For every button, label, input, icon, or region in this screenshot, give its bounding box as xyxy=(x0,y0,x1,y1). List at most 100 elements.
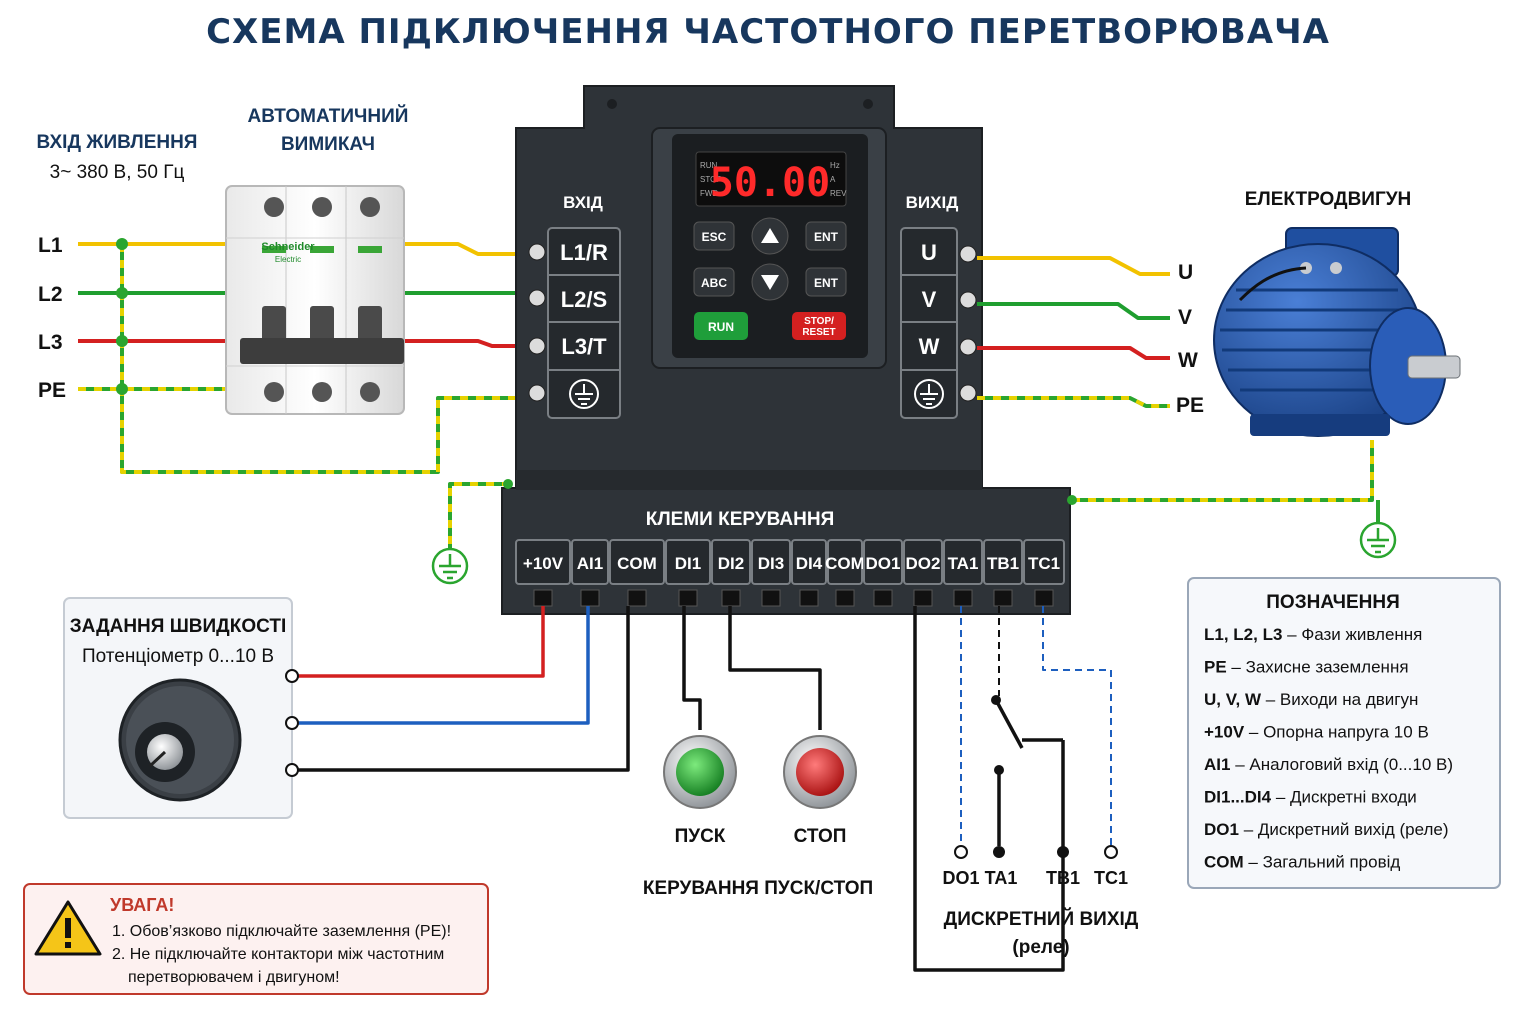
legend-item: COM – Загальний провід xyxy=(1204,853,1400,872)
indicator-a: A xyxy=(830,175,836,184)
speed-setpoint-heading: ЗАДАННЯ ШВИДКОСТІ xyxy=(70,616,286,637)
run-button[interactable]: RUN xyxy=(694,312,748,340)
breaker-heading-1: АВТОМАТИЧНИЙ xyxy=(248,105,409,127)
legend-term: COM xyxy=(1204,853,1244,872)
breaker-bottom-screws xyxy=(264,382,380,402)
indicator-hz: Hz xyxy=(830,161,840,170)
breaker-toggle-levers[interactable] xyxy=(240,306,404,364)
indicator-fwd: FWD xyxy=(700,189,718,198)
legend-item: +10V – Опорна напруга 10 В xyxy=(1204,723,1429,742)
indicator-stop: STOP xyxy=(700,175,722,184)
warning-line-3: перетворювачем і двигуном! xyxy=(128,969,340,986)
up-arrow-button[interactable] xyxy=(751,217,789,255)
frequency-display: 50.00 xyxy=(710,160,830,206)
legend-item: DI1...DI4 – Дискретні входи xyxy=(1204,788,1417,807)
control-terminal-screw xyxy=(627,589,647,607)
wire-10v xyxy=(292,606,545,678)
legend-description: – Виходи на двигун xyxy=(1261,690,1418,709)
stop-reset-button[interactable]: STOP/ RESET xyxy=(792,312,846,340)
input-screws xyxy=(528,243,546,402)
frequency-converter: RUN STOP FWD Hz A REV 50.00 ESC ENT ABC … xyxy=(501,85,1071,615)
terminal-l1r: L1/R xyxy=(560,240,608,265)
control-terminal-screw xyxy=(835,589,855,607)
control-block-title: КЛЕМИ КЕРУВАННЯ xyxy=(646,509,834,530)
breaker-heading-2: ВИМИКАЧ xyxy=(281,134,375,155)
legend-term: AI1 xyxy=(1204,755,1230,774)
motor-heading: ЕЛЕКТРОДВИГУН xyxy=(1245,189,1412,210)
stop-button[interactable] xyxy=(783,735,857,809)
control-terminal-screw xyxy=(678,589,698,607)
start-stop-caption: КЕРУВАННЯ ПУСК/СТОП xyxy=(643,878,873,899)
control-terminal-di4: DI4 xyxy=(796,554,823,573)
legend-description: – Дискретний вихід (реле) xyxy=(1239,820,1449,839)
abc-button-label: ABC xyxy=(701,276,727,290)
legend-heading: ПОЗНАЧЕННЯ xyxy=(1266,592,1399,613)
control-terminal-box xyxy=(983,539,1023,585)
warning-line-1: 1. Обов’язково підключайте заземлення (P… xyxy=(112,923,451,940)
control-terminal-ai1: AI1 xyxy=(577,554,603,573)
legend-description: – Фази живлення xyxy=(1282,625,1422,644)
esc-button[interactable]: ESC xyxy=(693,221,735,251)
control-terminal-do1: DO1 xyxy=(866,554,901,573)
line-label-l2: L2 xyxy=(38,283,63,306)
motor-label-v: V xyxy=(1178,306,1192,329)
warning-icon xyxy=(34,900,102,956)
ent-button-top-label: ENT xyxy=(814,230,839,244)
breaker-top-screws xyxy=(264,197,380,217)
control-terminal-box xyxy=(751,539,791,585)
circuit-breaker: Schneider Electric xyxy=(225,185,405,415)
control-terminal-box xyxy=(863,539,903,585)
wire-l1-out xyxy=(405,242,528,256)
indicator-rev: REV xyxy=(830,189,847,198)
indicator-run: RUN xyxy=(700,161,718,170)
wire-w xyxy=(977,346,1170,360)
control-terminal-screw xyxy=(533,589,553,607)
control-terminal-screw xyxy=(953,589,973,607)
control-terminal-screw xyxy=(913,589,933,607)
ent-button-top[interactable]: ENT xyxy=(805,221,847,251)
start-button[interactable] xyxy=(663,735,737,809)
power-input: ВХІД ЖИВЛЕННЯ 3~ 380 В, 50 Гц L1 L2 L3 P… xyxy=(37,132,198,402)
abc-button[interactable]: ABC xyxy=(693,267,735,297)
relay-label-tc1: TC1 xyxy=(1094,868,1128,888)
legend-term: PE xyxy=(1204,658,1227,677)
line-label-l1: L1 xyxy=(38,234,63,257)
stop-label: СТОП xyxy=(794,826,847,847)
legend-term: L1, L2, L3 xyxy=(1204,625,1282,644)
motor-label-u: U xyxy=(1178,261,1193,284)
vfd-output-label: ВИХІД xyxy=(906,193,959,212)
down-arrow-icon xyxy=(761,275,779,290)
potentiometer-knob[interactable] xyxy=(118,678,242,802)
legend-description: – Захисне заземлення xyxy=(1227,658,1409,677)
motor-label-w: W xyxy=(1178,349,1198,372)
terminal-v: V xyxy=(922,287,937,312)
wire-l3-out xyxy=(405,339,528,348)
control-terminal-box xyxy=(571,539,609,585)
control-terminal-di2: DI2 xyxy=(718,554,744,573)
warning-panel: УВАГА! 1. Обов’язково підключайте заземл… xyxy=(23,883,489,995)
terminal-w: W xyxy=(919,334,940,359)
legend-item: U, V, W – Виходи на двигун xyxy=(1204,690,1418,709)
control-terminal-screw xyxy=(993,589,1013,607)
legend-description: – Дискретні входи xyxy=(1271,788,1417,807)
down-arrow-button[interactable] xyxy=(751,263,789,301)
wire-v xyxy=(977,302,1170,320)
control-terminal-com: COM xyxy=(825,554,865,573)
relay-dots xyxy=(954,695,1118,859)
control-terminal-com: COM xyxy=(617,554,657,573)
relay-label-tb1: TB1 xyxy=(1046,868,1080,888)
legend-term: U, V, W xyxy=(1204,690,1262,709)
legend-term: DO1 xyxy=(1204,820,1239,839)
input-wires xyxy=(78,242,528,474)
control-terminal-do2: DO2 xyxy=(906,554,941,573)
legend-item: AI1 – Аналоговий вхід (0...10 В) xyxy=(1204,755,1453,774)
legend-panel: ПОЗНАЧЕННЯ L1, L2, L3 – Фази живленняPE … xyxy=(1187,577,1501,889)
ent-button-bottom[interactable]: ENT xyxy=(805,267,847,297)
warning-heading: УВАГА! xyxy=(110,895,174,915)
relay-label-do1: DO1 xyxy=(942,868,979,888)
control-terminal-screw xyxy=(799,589,819,607)
power-input-spec: 3~ 380 В, 50 Гц xyxy=(50,162,185,183)
ground-icon xyxy=(569,379,599,409)
ground-icon xyxy=(431,547,469,585)
